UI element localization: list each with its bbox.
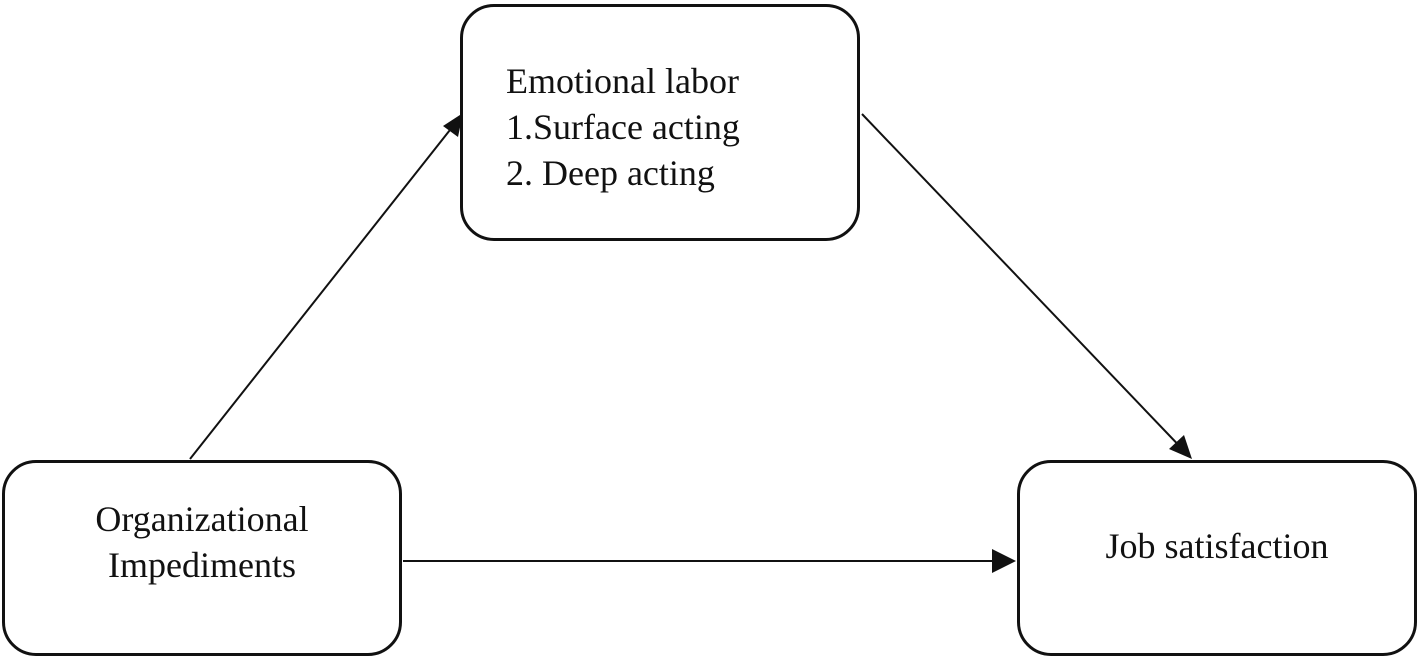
job-satisfaction-text: Job satisfaction: [1020, 523, 1414, 569]
arrowhead-org-to-emotional: [443, 113, 463, 137]
arrowhead-org-to-job: [992, 549, 1016, 573]
job-satisfaction-label: Job satisfaction: [1105, 526, 1329, 566]
organizational-impediments-line-2: Impediments: [108, 545, 296, 585]
emotional-labor-node: Emotional labor 1.Surface acting 2. Deep…: [460, 4, 860, 241]
job-satisfaction-node: Job satisfaction: [1017, 460, 1417, 656]
surface-acting-item: 1.Surface acting: [506, 107, 740, 147]
emotional-labor-text: Emotional labor 1.Surface acting 2. Deep…: [506, 58, 740, 196]
organizational-impediments-node: Organizational Impediments: [2, 460, 402, 656]
arrow-emotional-to-job: [861, 113, 1190, 457]
deep-acting-item: 2. Deep acting: [506, 153, 715, 193]
organizational-impediments-text: Organizational Impediments: [5, 496, 399, 588]
emotional-labor-title: Emotional labor: [506, 61, 739, 101]
arrowhead-emotional-to-job: [1169, 435, 1192, 459]
arrow-org-to-emotional: [189, 115, 462, 460]
organizational-impediments-line-1: Organizational: [95, 499, 309, 539]
